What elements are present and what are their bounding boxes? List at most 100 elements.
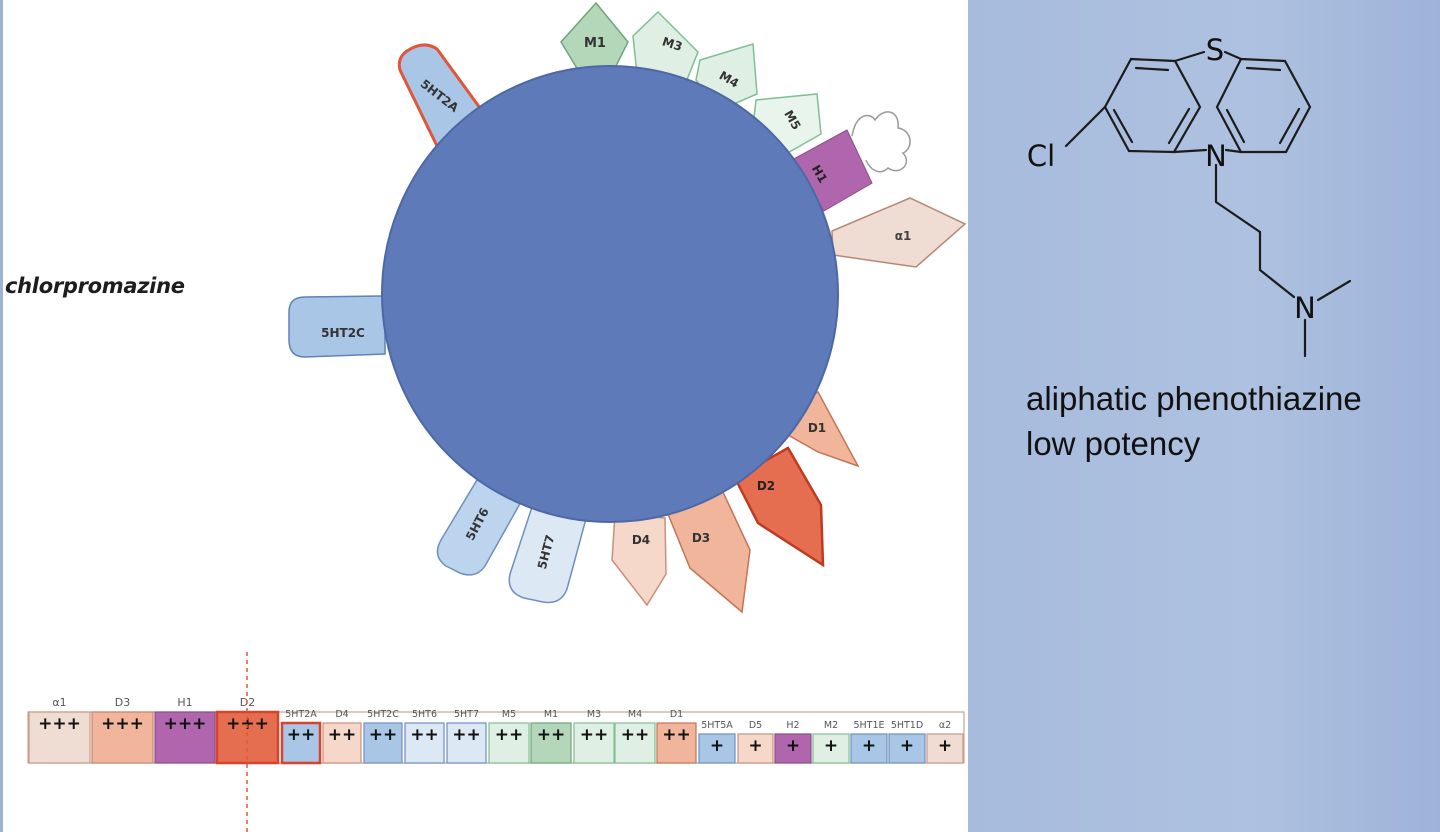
strip-cell-affinity: ++ — [410, 725, 439, 745]
strip-cell-affinity: +++ — [38, 714, 81, 734]
strip-cell-box — [850, 733, 888, 764]
strip-cell-affinity: ++ — [495, 725, 524, 745]
strip-cell-affinity: + — [748, 736, 762, 756]
strip-cell-box — [404, 722, 445, 764]
strip-cell-label: M2 — [824, 720, 838, 731]
receptor-d2: D2 — [733, 446, 825, 568]
strip-cell-affinity: ++ — [621, 725, 650, 745]
chemical-structure: S N Cl N — [1027, 33, 1352, 358]
strip-cell: H2+ — [774, 720, 812, 764]
strip-cell-affinity: + — [862, 736, 876, 756]
strip-cell-label: D4 — [335, 709, 348, 720]
strip-cell: α2+ — [926, 720, 964, 764]
strip-cell-label: M5 — [502, 709, 516, 720]
receptor-d4-label: D4 — [632, 533, 650, 547]
structure-panel — [968, 0, 1440, 832]
strip-cell: D2+++ — [215, 696, 280, 765]
strip-cell-box — [363, 722, 403, 764]
strip-cell: 5HT2C++ — [363, 709, 403, 764]
receptor-5ht2c-label: 5HT2C — [321, 326, 365, 340]
strip-cell-label: M4 — [628, 709, 642, 720]
receptor-m1-label: M1 — [584, 36, 606, 51]
strip-cell: 5HT5A+ — [698, 720, 736, 764]
strip-cell-box — [322, 722, 362, 764]
strip-cell-affinity: ++ — [328, 725, 357, 745]
strip-cell-box — [91, 711, 154, 764]
strip-cell-label: 5HT7 — [454, 709, 479, 720]
strip-cell-label: M1 — [544, 709, 558, 720]
strip-cell-box — [215, 710, 280, 765]
strip-cell-box — [926, 733, 964, 764]
strip-cell-label: M3 — [587, 709, 601, 720]
strip-cell-box — [488, 722, 530, 764]
drug-class-label: aliphatic phenothiazine — [1026, 380, 1362, 417]
strip-cell-label: 5HT1D — [891, 720, 923, 731]
strip-cell-box — [280, 721, 322, 765]
strip-cell-label: D5 — [749, 720, 762, 731]
receptor-d3-label: D3 — [692, 531, 710, 545]
strip-cell: α1 +++ — [28, 696, 91, 764]
strip-cell-affinity: +++ — [101, 714, 144, 734]
left-border — [0, 0, 3, 832]
strip-cell-box — [656, 722, 697, 764]
strip-cell-box — [774, 733, 812, 764]
strip-cell-box — [446, 722, 487, 764]
strip-cell-label: D3 — [115, 696, 130, 709]
receptor-d4: D4 — [611, 513, 667, 607]
strip-cell: M2+ — [812, 720, 850, 764]
strip-cell-affinity: ++ — [369, 725, 398, 745]
strip-cell: D3 +++ — [91, 696, 154, 764]
strip-cell-label: α2 — [939, 720, 951, 731]
strip-cell-affinity: ++ — [580, 725, 609, 745]
strip-cell: D1 ++ — [656, 709, 697, 764]
strip-cell: M4 ++ — [614, 709, 656, 764]
drug-name: chlorpromazine — [5, 274, 185, 298]
receptor-m1: M1 — [560, 1, 629, 71]
binding-affinity-strip: α1+++D3+++H1+++D2+++5HT2A++D4++5HT2C++5H… — [27, 652, 965, 832]
atom-amine-nitrogen-label: N — [1294, 291, 1316, 325]
strip-cell: D5 + — [737, 720, 774, 764]
atom-chlorine-label: Cl — [1027, 139, 1055, 173]
strip-cell: 5HT1D + — [888, 720, 926, 764]
strip-cell-box — [812, 733, 850, 764]
strip-cell-affinity: ++ — [452, 725, 481, 745]
receptor-alpha1: α1 — [831, 197, 967, 268]
strip-cell: M3 ++ — [573, 709, 615, 764]
strip-cell-affinity: + — [900, 736, 914, 756]
strip-cell-box — [28, 711, 91, 764]
strip-cell: M5 ++ — [488, 709, 530, 764]
strip-cell-affinity: ++ — [662, 725, 691, 745]
strip-cell: 5HT1E+ — [850, 720, 888, 764]
atom-ring-nitrogen-label: N — [1205, 139, 1227, 173]
strip-cell-affinity: ++ — [287, 725, 316, 745]
receptor-5ht2c: 5HT2C — [288, 295, 386, 358]
receptor-h1: H1 — [791, 111, 911, 212]
strip-cell-box — [530, 722, 572, 764]
strip-cell-label: 5HT2A — [285, 709, 317, 720]
strip-cell: D4 ++ — [322, 709, 362, 764]
receptor-wheel: 5HT2A M1 M3 M4 M5 H1 α1 — [288, 1, 967, 614]
strip-cell-label: 5HT5A — [701, 720, 733, 731]
strip-cell-label: 5HT6 — [412, 709, 437, 720]
strip-cell: 5HT6 ++ — [404, 709, 445, 764]
strip-cell-box — [614, 722, 656, 764]
strip-cell: 5HT2A ++ — [280, 709, 322, 765]
receptor-alpha1-label: α1 — [895, 229, 912, 243]
strip-cell-box — [737, 733, 774, 764]
atom-sulfur-label: S — [1206, 33, 1224, 67]
receptor-m3-label: M3 — [660, 34, 684, 54]
receptor-5ht7: 5HT7 — [508, 506, 588, 604]
receptor-5ht6: 5HT6 — [436, 479, 524, 576]
drug-hub-circle — [381, 65, 839, 523]
strip-cell-affinity: + — [786, 736, 800, 756]
strip-cell-affinity: +++ — [164, 714, 207, 734]
strip-cell-label: α1 — [52, 696, 66, 709]
strip-cell-label: D1 — [670, 709, 683, 720]
strip-cell-box — [888, 733, 926, 764]
strip-cell: 5HT7 ++ — [446, 709, 487, 764]
receptor-m3: M3 — [632, 10, 699, 83]
strip-cell-box — [573, 722, 615, 764]
strip-cell-box — [154, 711, 216, 764]
receptor-d1-label: D1 — [808, 421, 826, 435]
